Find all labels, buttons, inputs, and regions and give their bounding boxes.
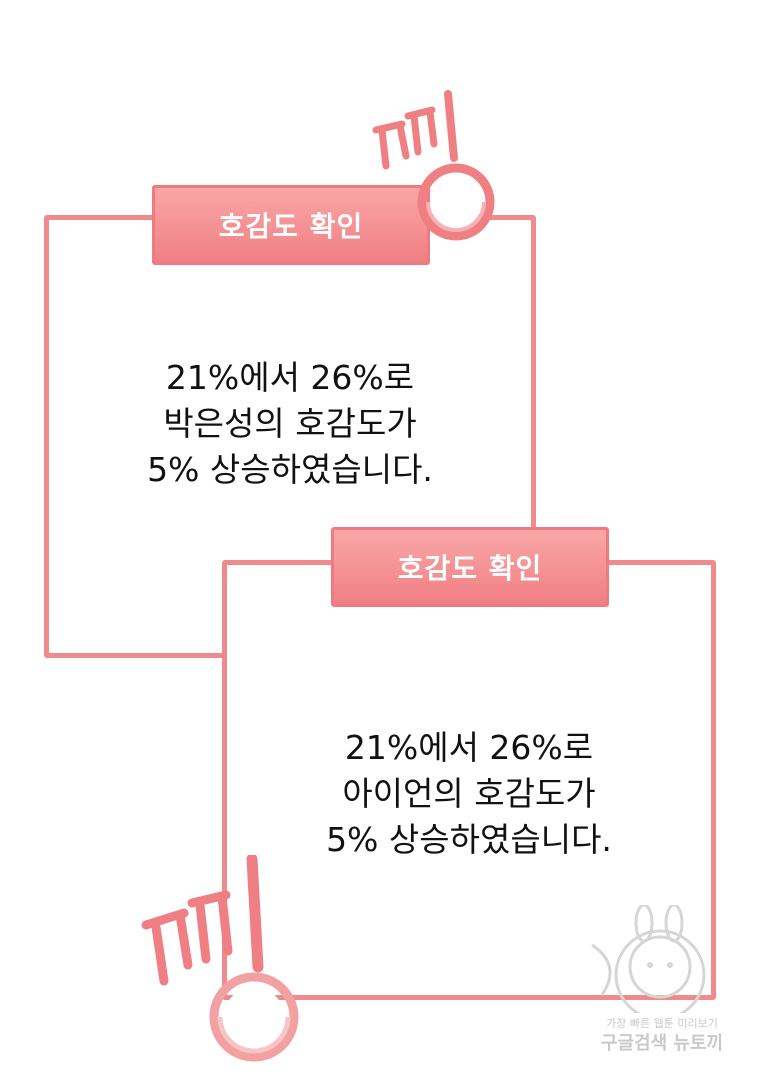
watermark-bottom-text: 구글검색 뉴토끼 — [600, 1033, 724, 1054]
watermark-top-text: 가장 빠른 웹툰 미리보기 — [606, 1017, 718, 1030]
panel-2-message: 21%에서 26%로 아이언의 호감도가 5% 상승하였습니다. — [222, 725, 716, 863]
ding-sound-effect-2 — [141, 855, 299, 1062]
panel-2-line-1: 21%에서 26%로 — [344, 728, 594, 767]
panel-2-line-2: 아이언의 호감도가 — [342, 774, 596, 813]
panel-2-header-text: 호감도 확인 — [397, 552, 543, 585]
panel-2-line-3: 5% 상승하였습니다. — [326, 820, 612, 859]
panel-1-line-3: 5% 상승하였습니다. — [147, 450, 433, 489]
bunny-mascot-icon — [591, 903, 706, 1021]
panel-1-message: 21%에서 26%로 박은성의 호감도가 5% 상승하였습니다. — [44, 355, 536, 493]
panel-1-header-text: 호감도 확인 — [218, 210, 364, 243]
notification-panel-2 — [222, 560, 716, 1000]
panel-1-line-2: 박은성의 호감도가 — [163, 404, 417, 443]
panel-1-line-1: 21%에서 26%로 — [165, 358, 415, 397]
ding-sound-effect-1 — [372, 90, 495, 241]
panel-1-header: 호감도 확인 — [152, 185, 430, 265]
site-watermark: 가장 빠른 웹툰 미리보기 구글검색 뉴토끼 — [582, 903, 742, 1055]
panel-2-header: 호감도 확인 — [331, 527, 609, 607]
